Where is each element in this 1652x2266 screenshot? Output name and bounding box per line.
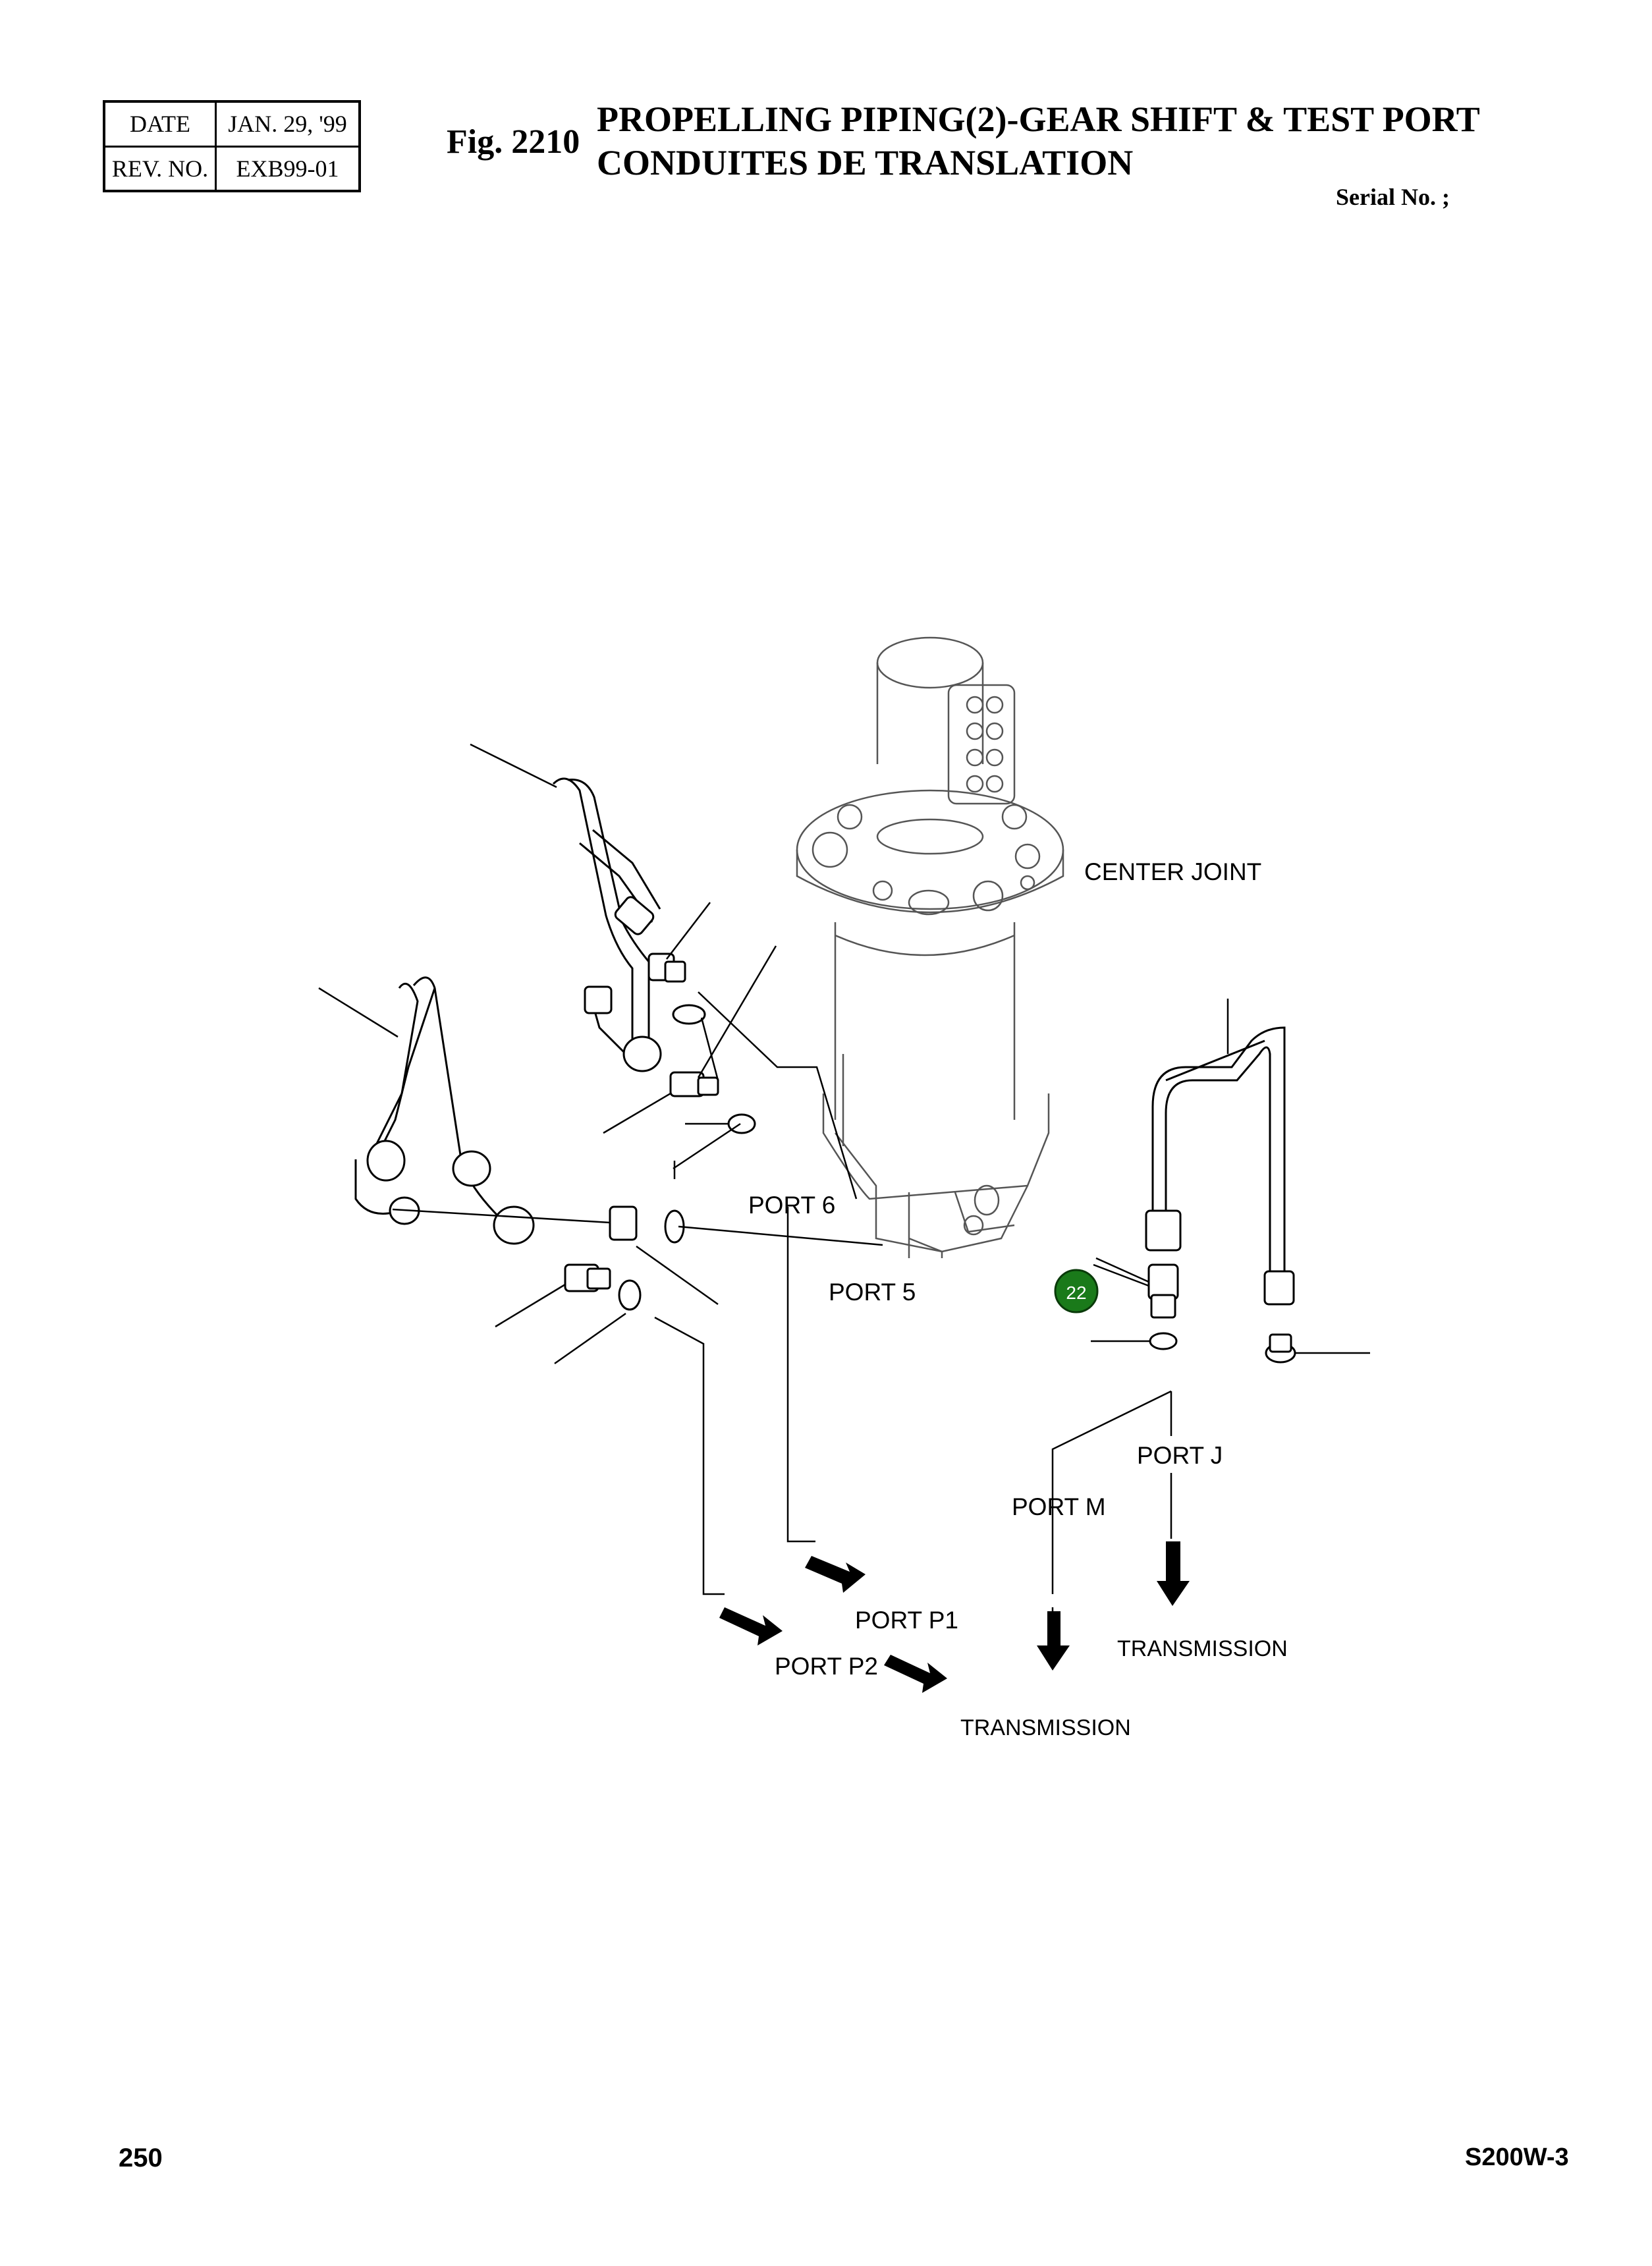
label-port-5: PORT 5 bbox=[829, 1279, 916, 1306]
arrow-port-p2 bbox=[719, 1607, 783, 1645]
rev-value: EXB99-01 bbox=[215, 145, 361, 192]
figure-title-english: PROPELLING PIPING(2)-GEAR SHIFT & TEST P… bbox=[597, 99, 1480, 139]
arrow-transmission-lower bbox=[884, 1655, 947, 1693]
arrow-port-p1 bbox=[805, 1556, 866, 1593]
label-center-joint: CENTER JOINT bbox=[1084, 858, 1261, 885]
page-number: 250 bbox=[119, 2143, 163, 2172]
transmission-pipe-assembly bbox=[1145, 1026, 1296, 1364]
date-label: DATE bbox=[103, 100, 217, 148]
date-value: JAN. 29, '99 bbox=[215, 100, 361, 148]
revision-table: DATE JAN. 29, '99 REV. NO. EXB99-01 bbox=[103, 100, 361, 192]
label-transmission-m: TRANSMISSION bbox=[960, 1715, 1131, 1740]
label-port-m: PORT M bbox=[1012, 1493, 1106, 1520]
center-joint-illustration bbox=[796, 636, 1064, 1258]
figure-number: Fig. 2210 bbox=[447, 123, 580, 161]
hose-assembly-lower bbox=[354, 976, 685, 1311]
arrow-transmission-j bbox=[1157, 1541, 1190, 1606]
label-port-p2: PORT P2 bbox=[775, 1653, 878, 1680]
callout-bubble bbox=[1054, 1269, 1099, 1313]
label-port-j: PORT J bbox=[1137, 1442, 1223, 1469]
label-port-p1: PORT P1 bbox=[855, 1607, 958, 1634]
serial-number-label: Serial No. ; bbox=[1336, 184, 1450, 210]
model-number: S200W-3 bbox=[1465, 2143, 1569, 2171]
label-port-6: PORT 6 bbox=[748, 1192, 835, 1219]
arrow-transmission-m bbox=[1037, 1611, 1070, 1671]
flow-arrows bbox=[719, 1541, 1190, 1693]
label-transmission-j: TRANSMISSION bbox=[1117, 1636, 1288, 1661]
figure-title-french: CONDUITES DE TRANSLATION bbox=[597, 143, 1134, 182]
rev-label: REV. NO. bbox=[103, 145, 217, 192]
hose-assembly-upper bbox=[552, 777, 756, 1134]
callout-22[interactable]: 22 bbox=[1054, 1263, 1149, 1313]
callout-number: 22 bbox=[1066, 1283, 1086, 1303]
